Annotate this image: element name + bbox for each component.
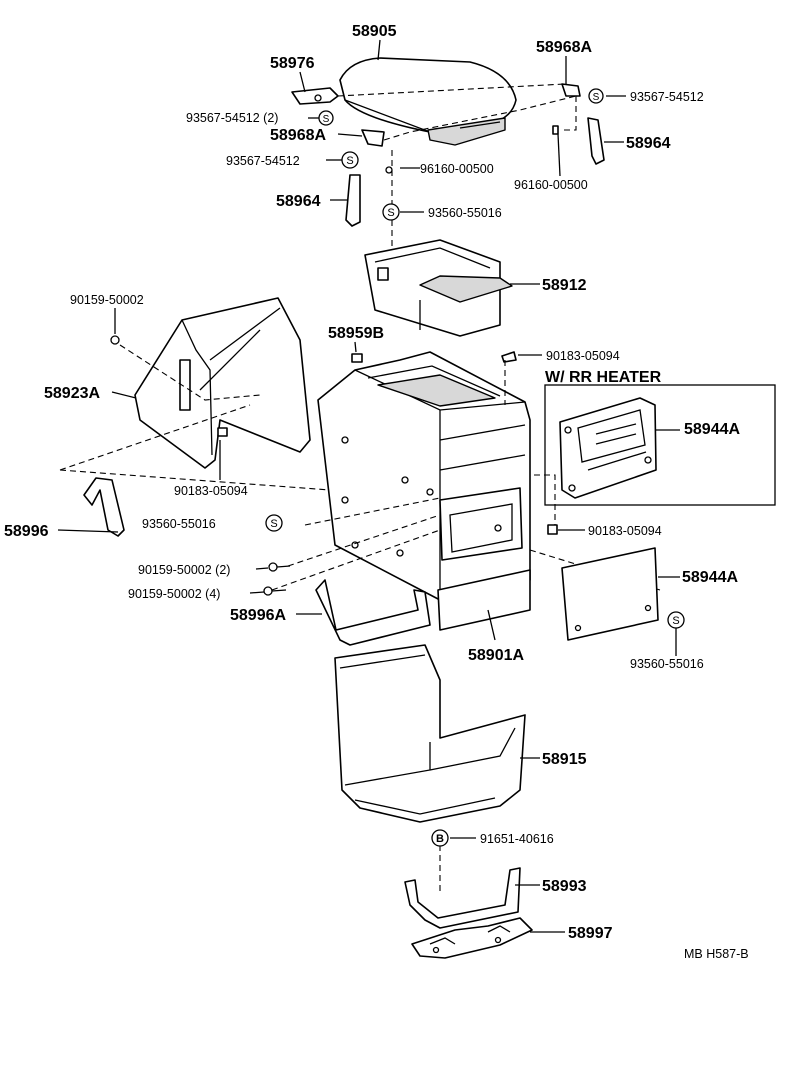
clip-96160-mid	[385, 166, 393, 174]
clip-58959B	[351, 353, 363, 363]
label-58964-left: 58964	[276, 193, 321, 210]
label-93560-bottom: 93560-55016	[630, 657, 704, 671]
svg-text:S: S	[323, 114, 330, 125]
bolt-90159-4	[263, 586, 287, 596]
label-90183-mid: 90183-05094	[174, 484, 248, 498]
label-93560-top: 93560-55016	[428, 206, 502, 220]
side-panel-58923A	[110, 297, 311, 469]
label-58968A-top: 58968A	[536, 39, 592, 56]
label-58901A: 58901A	[468, 647, 524, 664]
bolt-90159-2	[268, 562, 291, 572]
label-93560-mid: 93560-55016	[142, 517, 216, 531]
label-90159-2: 90159-50002 (2)	[138, 563, 230, 577]
svg-text:S: S	[672, 615, 679, 627]
label-58944A-heater: 58944A	[684, 421, 740, 438]
clip-96160-right	[552, 125, 559, 135]
label-58964-right: 58964	[626, 135, 671, 152]
heater-box	[544, 384, 776, 506]
storage-box-58912	[364, 239, 513, 337]
hinge-58968A-left	[361, 129, 385, 147]
bracket-58996A	[315, 579, 431, 646]
label-58923A: 58923A	[44, 385, 100, 402]
label-96160-mid: 96160-00500	[420, 162, 494, 176]
svg-text:S: S	[270, 518, 277, 530]
label-90159-top: 90159-50002	[70, 293, 144, 307]
bracket-58996	[83, 477, 125, 537]
label-58905: 58905	[352, 23, 397, 40]
label-58997: 58997	[568, 925, 613, 942]
label-58968A-left: 58968A	[270, 127, 326, 144]
label-58959B: 58959B	[328, 325, 384, 342]
nut-90183-right	[547, 524, 558, 535]
svg-text:S: S	[593, 92, 600, 103]
strap-58964-left	[345, 174, 361, 227]
symbol-s-93567-left2: S	[318, 110, 334, 126]
nut-90183-mid	[217, 427, 228, 437]
symbol-s-93567-right: S	[588, 88, 604, 104]
label-heater-box: W/ RR HEATER	[545, 369, 662, 386]
strap-58964-right	[587, 117, 605, 165]
symbol-s-93567-left: S	[341, 151, 359, 169]
label-58996A: 58996A	[230, 607, 286, 624]
label-58912: 58912	[542, 277, 587, 294]
label-90183-right: 90183-05094	[588, 524, 662, 538]
label-93567-right: 93567-54512	[630, 90, 704, 104]
symbol-b-91651: B	[431, 829, 449, 847]
label-91651: 91651-40616	[480, 832, 554, 846]
symbol-s-93560-mid: S	[265, 514, 283, 532]
bracket-58997	[411, 917, 533, 959]
label-96160-right: 96160-00500	[514, 178, 588, 192]
label-90183-top: 90183-05094	[546, 349, 620, 363]
nut-90183-top	[501, 351, 517, 363]
label-58996: 58996	[4, 523, 49, 540]
armrest-lid-58905	[339, 57, 517, 146]
footer-code: MB H587-B	[684, 947, 749, 961]
label-58993: 58993	[542, 878, 587, 895]
bracket-58993	[404, 867, 521, 929]
label-58915: 58915	[542, 751, 587, 768]
svg-text:S: S	[387, 207, 394, 219]
cover-plate-58944A	[561, 547, 659, 641]
hinge-58968A-right	[561, 83, 581, 97]
lower-panel-58915	[334, 644, 526, 823]
label-90159-4: 90159-50002 (4)	[128, 587, 220, 601]
svg-text:B: B	[436, 833, 444, 845]
label-58944A: 58944A	[682, 569, 738, 586]
label-93567-left: 93567-54512	[226, 154, 300, 168]
label-58976: 58976	[270, 55, 315, 72]
leader-lines	[57, 39, 680, 933]
console-body-58901A	[317, 351, 531, 631]
label-93567-left-2: 93567-54512 (2)	[186, 111, 278, 125]
symbol-s-93560-top: S	[382, 203, 400, 221]
svg-text:S: S	[346, 155, 353, 167]
hinge-58976	[291, 87, 339, 105]
symbol-s-93560-bottom: S	[667, 611, 685, 629]
